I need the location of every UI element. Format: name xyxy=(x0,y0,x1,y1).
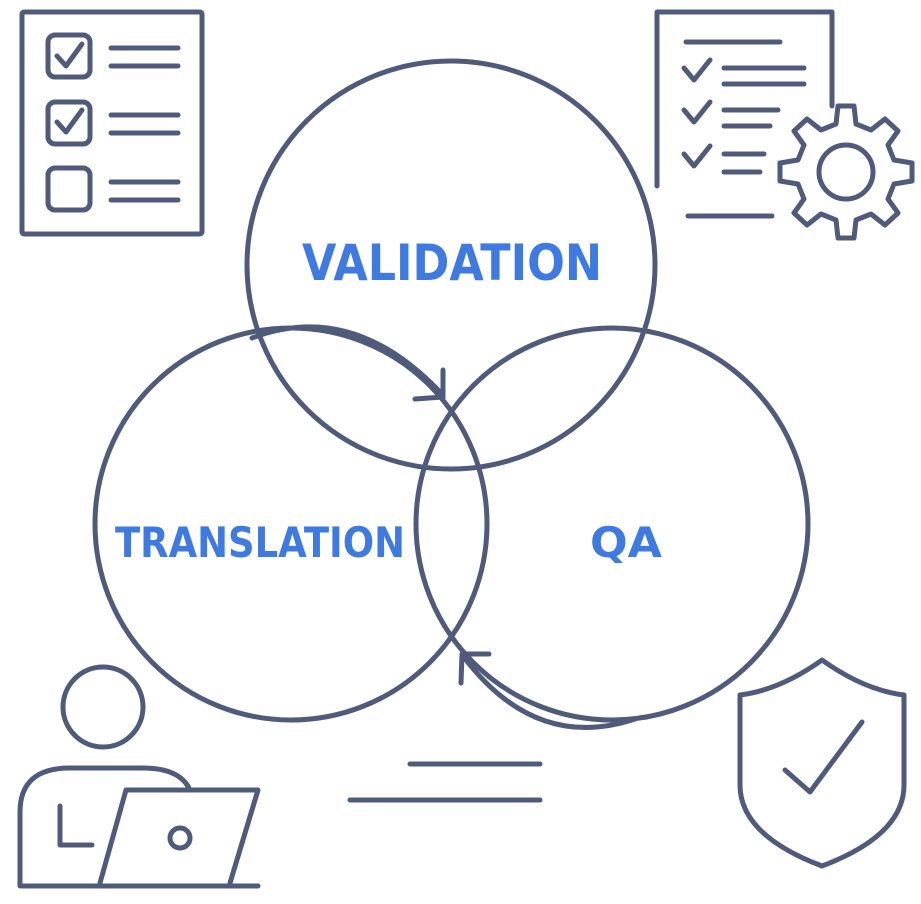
qa-circle xyxy=(413,325,811,723)
arrow-qa-to-translation xyxy=(458,651,638,730)
qa-label: QA xyxy=(590,518,663,567)
person-laptop-icon xyxy=(17,664,261,889)
shield-check-icon xyxy=(737,657,907,869)
validation-circle xyxy=(244,58,658,472)
checklist-icon xyxy=(19,9,205,237)
translation-label: TRANSLATION xyxy=(115,518,405,567)
text-lines-decoration xyxy=(347,761,543,803)
validation-label: VALIDATION xyxy=(302,234,602,292)
settings-document-icon xyxy=(654,9,915,241)
arrow-translation-to-validation xyxy=(249,324,446,402)
